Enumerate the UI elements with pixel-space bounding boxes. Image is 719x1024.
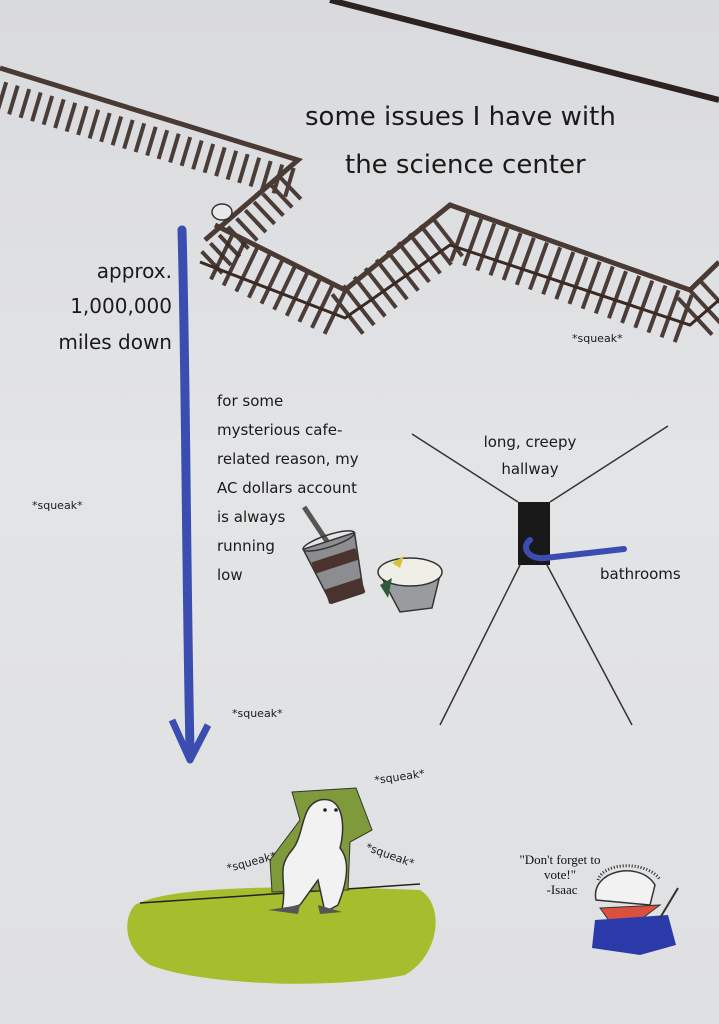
squeak-text: *squeak*	[374, 767, 426, 787]
railing-balusters-lower	[209, 205, 719, 350]
cafe-note-line: mysterious cafe-	[217, 421, 342, 439]
railing-top-rail-lower	[213, 202, 719, 293]
railing-bottom-rail	[199, 243, 719, 327]
bathroom-arrow	[523, 537, 627, 562]
hallway-label-line-2: hallway	[501, 460, 558, 478]
down-arrow	[168, 225, 212, 764]
muffin-icon	[377, 556, 443, 613]
distance-line-2: 1,000,000	[70, 294, 172, 318]
distance-line-3: miles down	[58, 330, 172, 354]
isaac-quote: "Don't forget to vote!" -Isaac	[519, 852, 600, 897]
staircase-railing	[0, 65, 719, 350]
cafe-note-line: for some	[217, 392, 283, 410]
cafe-note: for some mysterious cafe- related reason…	[217, 392, 359, 584]
coffee-cup-icon	[302, 505, 366, 605]
ceiling-line	[329, 0, 719, 103]
tiny-figure-on-railing	[211, 203, 233, 221]
cafe-note-line: low	[217, 566, 243, 584]
hallway-drawing	[411, 425, 669, 726]
squeak-text: *squeak*	[32, 499, 83, 512]
squeak-text: *squeak*	[232, 707, 283, 720]
grass-patch	[127, 883, 436, 984]
quote-line-2: vote!"	[544, 867, 576, 882]
title-line-1: some issues I have with	[305, 102, 616, 132]
ghost-in-chair	[268, 787, 373, 914]
hallway-label-line-1: long, creepy	[484, 433, 577, 451]
squeak-text: *squeak*	[572, 332, 623, 345]
distance-line-1: approx.	[97, 259, 172, 283]
quote-line-3: -Isaac	[546, 882, 577, 897]
cafe-note-line: related reason, my	[217, 450, 359, 468]
distance-label: approx. 1,000,000 miles down	[58, 259, 172, 354]
title-line-2: the science center	[345, 150, 586, 180]
bathrooms-label: bathrooms	[600, 565, 681, 583]
squeak-text: *squeak*	[364, 841, 416, 871]
isaac-character	[592, 864, 679, 955]
railing-top-rail	[0, 65, 304, 242]
cafe-note-line: AC dollars account	[217, 479, 357, 497]
cafe-note-line: is always	[217, 508, 285, 526]
cafe-note-line: running	[217, 537, 275, 555]
quote-line-1: "Don't forget to	[519, 852, 600, 867]
